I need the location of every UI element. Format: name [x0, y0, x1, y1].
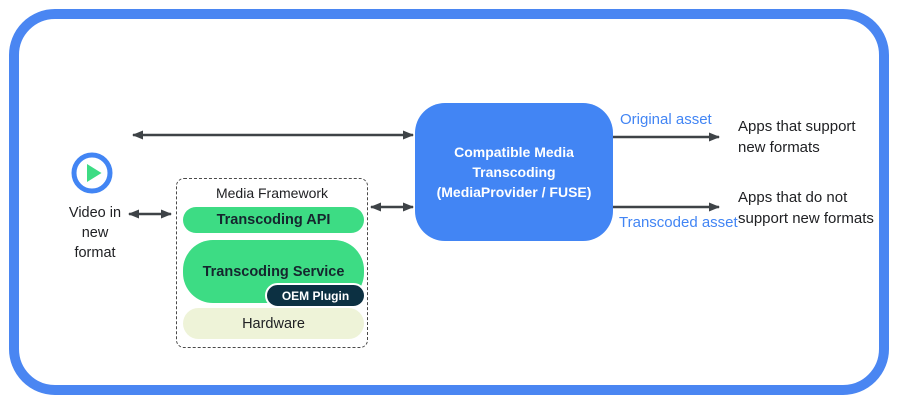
compatible-media-transcoding-box: Compatible Media Transcoding (MediaProvi…	[415, 103, 613, 241]
apps-support-new-formats-label: Apps that support new formats	[738, 118, 856, 156]
play-icon	[71, 152, 113, 194]
hardware-pill: Hardware	[183, 308, 364, 339]
oem-plugin-pill: OEM Plugin	[265, 283, 366, 308]
original-asset-label: Original asset	[620, 111, 712, 128]
transcoded-asset-label: Transcoded asset	[619, 214, 738, 231]
media-framework-title: Media Framework	[215, 185, 329, 201]
media-framework-box: Media Framework	[176, 178, 368, 348]
video-source-label: Video in new format	[68, 205, 122, 261]
apps-not-support-new-formats-label: Apps that do not support new formats	[738, 189, 874, 227]
transcoding-api-pill: Transcoding API	[183, 207, 364, 233]
